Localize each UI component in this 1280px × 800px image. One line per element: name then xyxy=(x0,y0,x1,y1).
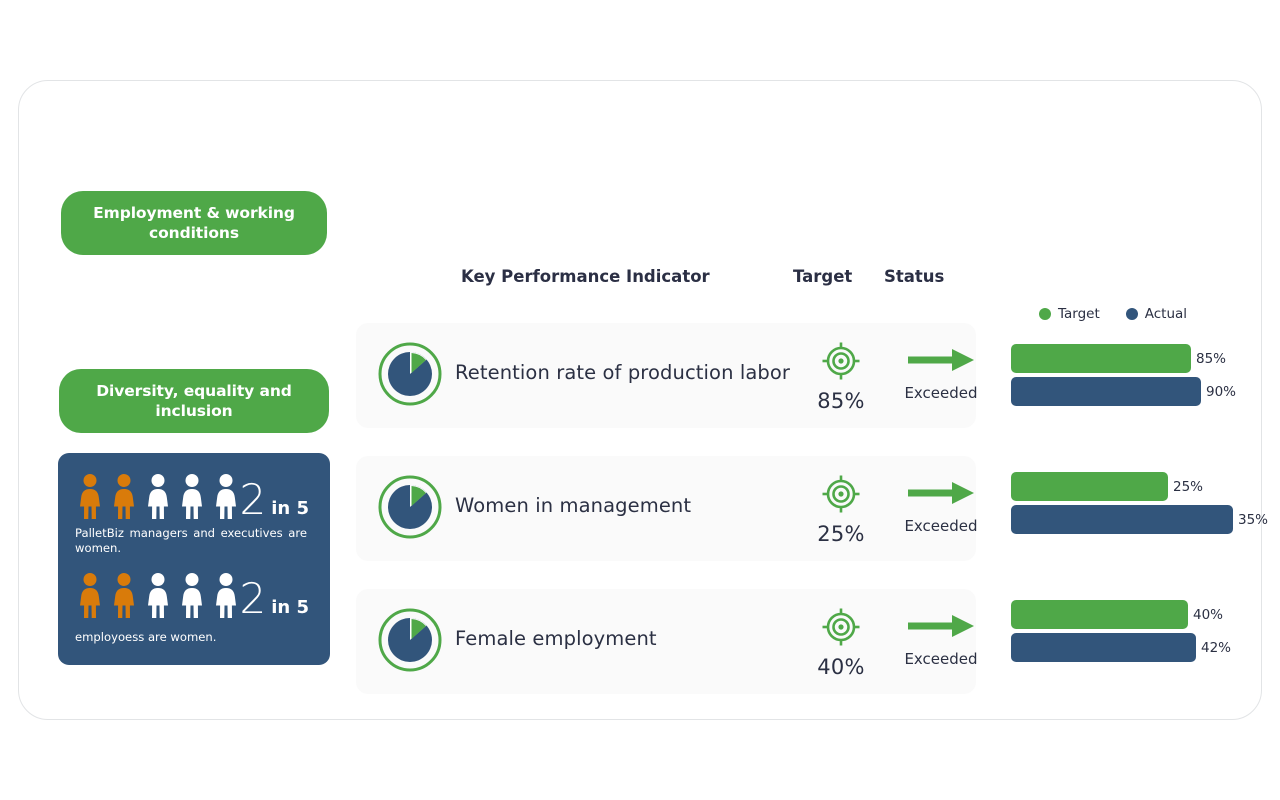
kpi-target-cell: 25% xyxy=(796,474,886,546)
female-person-icon xyxy=(114,474,134,519)
kpi-status-label: Exceeded xyxy=(904,650,978,668)
female-person-icon xyxy=(148,474,168,519)
target-crosshair-icon xyxy=(822,608,860,646)
bar-line-target: 85% xyxy=(1011,343,1271,374)
pie-chart-icon xyxy=(378,342,442,406)
stat-unit: in 5 xyxy=(271,498,309,519)
table-row[interactable]: Female employment 40% Exceeded xyxy=(356,589,978,694)
bar-actual xyxy=(1011,505,1233,534)
bar-line-actual: 35% xyxy=(1011,504,1271,535)
bar-line-target: 25% xyxy=(1011,471,1271,502)
bar-group: 25% 35% xyxy=(1011,471,1271,535)
bar-target xyxy=(1011,344,1191,373)
kpi-label: Female employment xyxy=(455,627,657,650)
column-header-target: Target xyxy=(793,267,853,286)
kpi-target-value: 25% xyxy=(817,522,865,546)
legend-item-actual: Actual xyxy=(1125,306,1188,322)
bar-target xyxy=(1011,600,1188,629)
stat-caption-employees: employoess are women. xyxy=(75,630,217,644)
female-person-icon xyxy=(182,573,202,618)
bar-value-actual: 90% xyxy=(1206,383,1237,400)
kpi-status-label: Exceeded xyxy=(904,517,978,535)
bar-line-actual: 42% xyxy=(1011,632,1271,663)
bar-group: 85% 90% xyxy=(1011,343,1271,407)
category-pill-employment[interactable]: Employment & working conditions xyxy=(61,191,327,255)
bar-value-target: 40% xyxy=(1193,606,1224,623)
female-person-icon xyxy=(80,474,100,519)
arrow-right-icon xyxy=(908,615,974,637)
bar-value-actual: 42% xyxy=(1201,639,1232,656)
bar-target xyxy=(1011,472,1168,501)
pie-chart-icon xyxy=(378,475,442,539)
stat-number: 2 xyxy=(239,475,266,524)
female-person-icon xyxy=(114,573,134,618)
female-person-icon xyxy=(216,474,236,519)
stat-unit: in 5 xyxy=(271,597,309,618)
target-crosshair-icon xyxy=(822,475,860,513)
legend-dot-actual xyxy=(1125,308,1138,320)
kpi-status-cell: Exceeded xyxy=(881,613,1001,668)
stat-block-managers: 2 in 5 xyxy=(75,471,313,524)
bar-group: 40% 42% xyxy=(1011,599,1271,663)
bar-value-actual: 35% xyxy=(1238,511,1269,528)
bar-value-target: 85% xyxy=(1196,350,1227,367)
target-vs-actual-bar-chart: Target Actual 85% 90% 25% xyxy=(999,306,1269,686)
arrow-right-icon xyxy=(908,482,974,504)
legend-label-target: Target xyxy=(1058,306,1100,322)
stat-number: 2 xyxy=(239,574,266,623)
target-crosshair-icon xyxy=(822,342,860,380)
kpi-status-label: Exceeded xyxy=(904,384,978,402)
female-person-icon xyxy=(148,573,168,618)
female-person-icon xyxy=(182,474,202,519)
female-person-icon xyxy=(216,573,236,618)
stat-caption-managers: PalletBiz managers and executives are wo… xyxy=(75,526,307,555)
category-pill-diversity[interactable]: Diversity, equality and inclusion xyxy=(59,369,329,433)
bar-value-target: 25% xyxy=(1173,478,1204,495)
arrow-right-icon xyxy=(908,349,974,371)
people-icon-row xyxy=(75,570,313,618)
pie-chart-icon xyxy=(378,608,442,672)
table-row[interactable]: Women in management 25% Exceeded xyxy=(356,456,978,561)
kpi-label: Women in management xyxy=(455,494,692,517)
table-header-row: Key Performance Indicator Target Status xyxy=(356,264,976,294)
left-column: Employment & working conditions Diversit… xyxy=(41,191,341,665)
female-person-icon xyxy=(80,573,100,618)
kpi-target-cell: 40% xyxy=(796,607,886,679)
stat-figure-managers: 2 in 5 xyxy=(239,475,309,524)
bar-line-target: 40% xyxy=(1011,599,1271,630)
legend-label-actual: Actual xyxy=(1144,306,1188,322)
bar-actual xyxy=(1011,633,1196,662)
legend-dot-target xyxy=(1039,308,1051,320)
diversity-stats-card: 2 in 5 PalletBiz managers and executives… xyxy=(58,453,330,665)
legend-item-target: Target xyxy=(1039,306,1100,322)
kpi-status-cell: Exceeded xyxy=(881,347,1001,402)
stat-figure-employees: 2 in 5 xyxy=(239,574,309,623)
table-row[interactable]: Retention rate of production labor 85% E… xyxy=(356,323,978,428)
kpi-target-value: 85% xyxy=(817,389,865,413)
people-icon-row xyxy=(75,471,313,519)
kpi-label: Retention rate of production labor xyxy=(455,361,791,384)
kpi-target-cell: 85% xyxy=(796,341,886,413)
kpi-target-value: 40% xyxy=(817,655,865,679)
bar-actual xyxy=(1011,377,1201,406)
column-header-status: Status xyxy=(884,267,945,286)
bar-line-actual: 90% xyxy=(1011,376,1271,407)
chart-legend: Target Actual xyxy=(1039,306,1187,322)
stat-block-employees: 2 in 5 xyxy=(75,570,313,623)
kpi-status-cell: Exceeded xyxy=(881,480,1001,535)
infographic-card: Employment & working conditions Diversit… xyxy=(18,80,1268,720)
column-header-kpi: Key Performance Indicator xyxy=(461,267,710,286)
